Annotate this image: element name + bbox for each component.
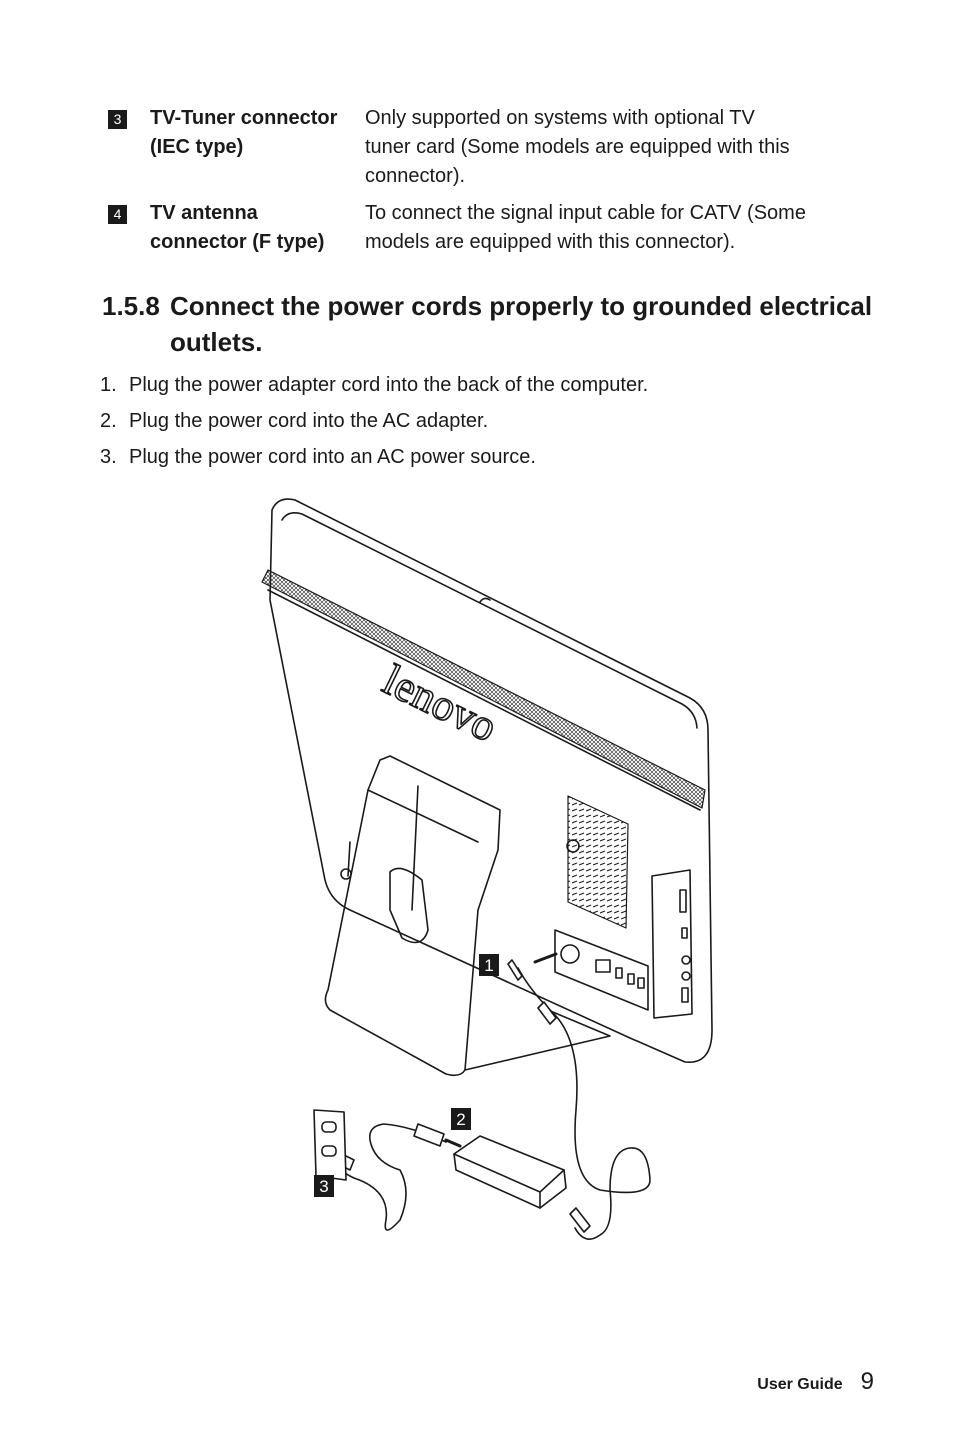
connector-row: 4 TV antenna connector (F type) To conne… — [108, 199, 868, 257]
adapter-cable — [517, 967, 651, 1240]
connector-name: TV-Tuner connector (IEC type) — [150, 104, 356, 162]
callout-3: 3 — [314, 1175, 334, 1197]
illustration-svg: lenovo — [261, 498, 713, 1240]
callout-badge: 3 — [108, 110, 127, 129]
connector-desc-line: tuner card (Some models are equipped wit… — [365, 136, 790, 158]
connector-name-line: TV antenna — [150, 202, 258, 224]
rear-io-panel — [554, 929, 649, 1011]
side-io-panel — [651, 869, 693, 1019]
connector-name-line: TV-Tuner connector — [150, 107, 338, 129]
ac-adapter — [453, 1135, 565, 1193]
step-text: Plug the power adapter cord into the bac… — [129, 374, 649, 396]
footer-label: User Guide — [757, 1376, 843, 1393]
connector-description: To connect the signal input cable for CA… — [365, 199, 845, 257]
steps-list: 1. Plug the power adapter cord into the b… — [100, 370, 648, 478]
monitor-back — [269, 498, 713, 1063]
section-title-line: Connect the power cords properly to grou… — [170, 291, 873, 321]
wall-outlet — [313, 1109, 347, 1181]
section-heading: 1.5.8 Connect the power cords properly to… — [102, 288, 882, 360]
monitor-stand — [324, 755, 501, 1077]
connector-name-line: connector (F type) — [150, 231, 325, 253]
connector-name: TV antenna connector (F type) — [150, 199, 356, 257]
step-number: 2. — [100, 410, 117, 432]
connector-desc-line: Only supported on systems with optional … — [365, 107, 755, 129]
callout-badge: 4 — [108, 205, 127, 224]
page-number: 9 — [860, 1368, 874, 1395]
section-number: 1.5.8 — [102, 291, 160, 321]
list-item: 1. Plug the power adapter cord into the b… — [100, 370, 648, 400]
connector-row: 3 TV-Tuner connector (IEC type) Only sup… — [108, 104, 868, 191]
callout-2: 2 — [451, 1108, 471, 1130]
vent-grille — [567, 795, 629, 929]
insert-arrow-1 — [533, 952, 558, 964]
callout-1: 1 — [479, 954, 499, 976]
svg-text:1: 1 — [484, 956, 493, 975]
svg-text:3: 3 — [319, 1177, 328, 1196]
computer-power-illustration: lenovo — [250, 490, 730, 1270]
step-text: Plug the power cord into the AC adapter. — [129, 410, 489, 432]
power-cord — [338, 1123, 447, 1231]
step-number: 1. — [100, 374, 117, 396]
insert-arrow-2 — [444, 1138, 462, 1148]
connector-desc-line: connector). — [365, 165, 466, 187]
page-footer: User Guide 9 — [757, 1368, 874, 1396]
section-title-line: outlets. — [170, 327, 263, 357]
list-item: 3. Plug the power cord into an AC power s… — [100, 442, 648, 472]
connector-desc-line: To connect the signal input cable for CA… — [365, 202, 806, 224]
mesh-band — [261, 569, 706, 809]
step-text: Plug the power cord into an AC power sou… — [129, 446, 536, 468]
connector-name-line: (IEC type) — [150, 136, 244, 158]
connector-desc-line: models are equipped with this connector)… — [365, 231, 736, 253]
step-number: 3. — [100, 446, 117, 468]
connector-table: 3 TV-Tuner connector (IEC type) Only sup… — [108, 104, 868, 257]
svg-text:2: 2 — [456, 1110, 465, 1129]
connector-description: Only supported on systems with optional … — [365, 104, 845, 191]
list-item: 2. Plug the power cord into the AC adapte… — [100, 406, 648, 436]
